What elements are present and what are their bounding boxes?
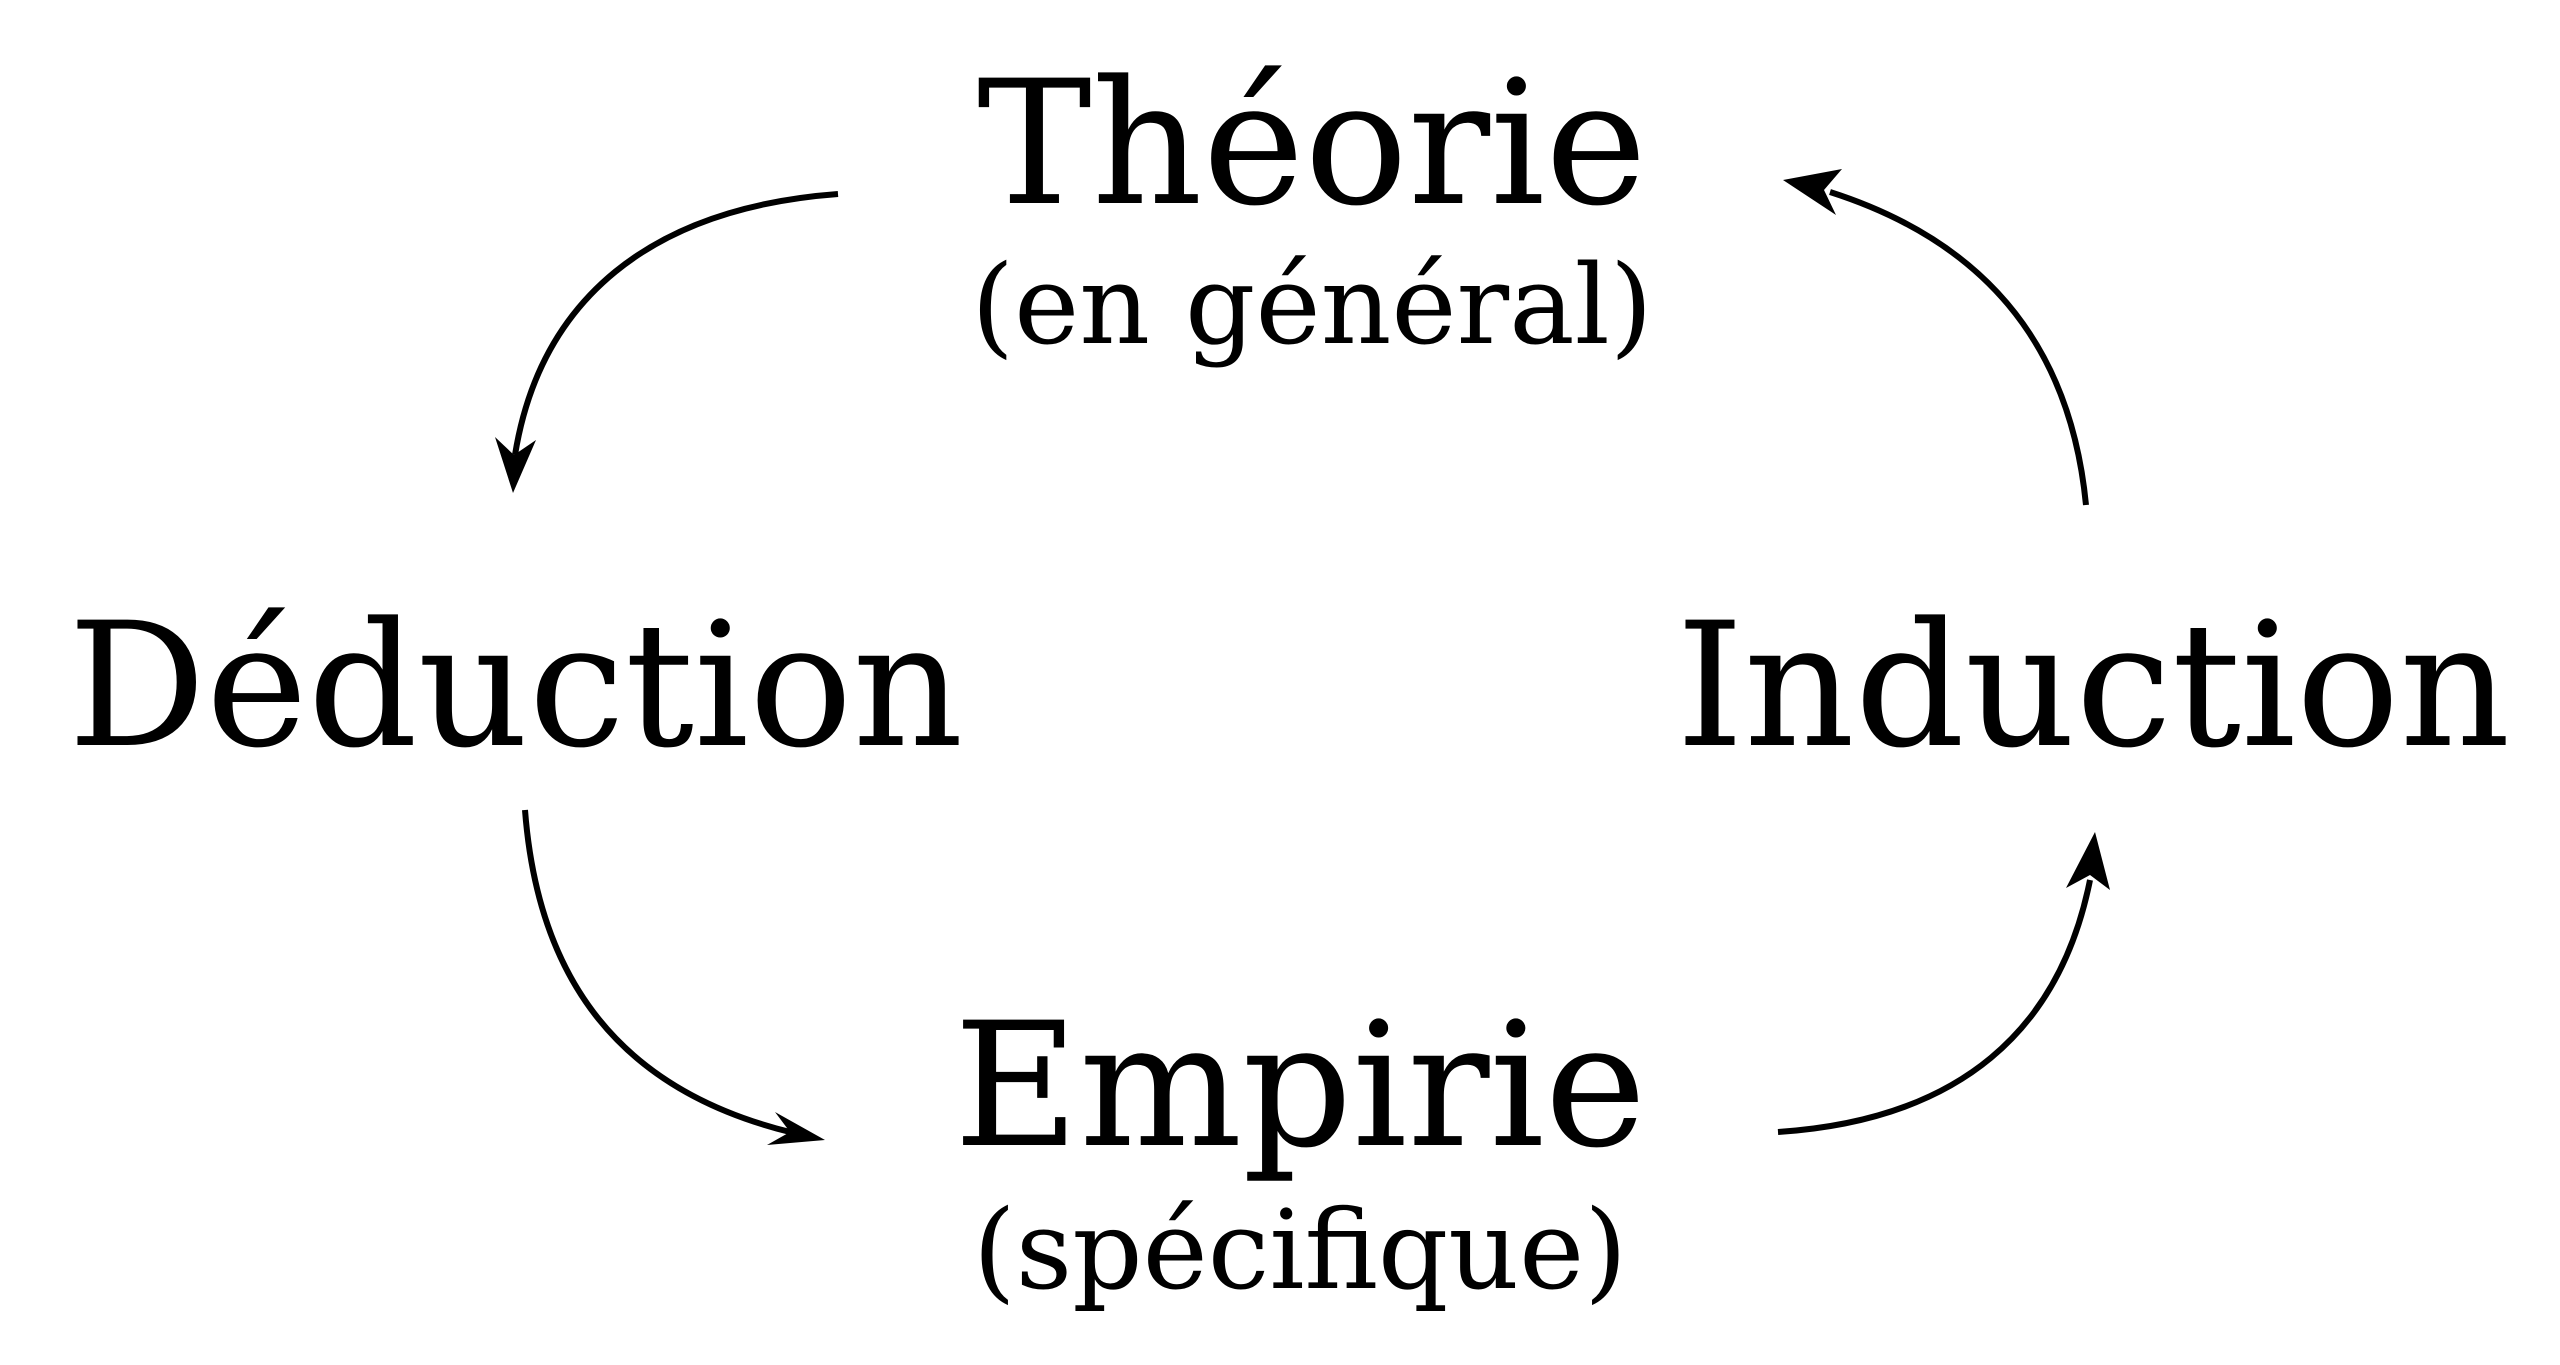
empirie-title: Empirie (953, 985, 1647, 1186)
deduction-title: Déduction (68, 585, 964, 786)
arrow-deduction-to-empirie (522, 809, 791, 1135)
arrowhead-empirie-icon (767, 1112, 825, 1145)
arrow-induction-to-theorie (1829, 189, 2089, 506)
induction-title: Induction (1676, 585, 2511, 786)
arrowhead-induction-icon (2066, 832, 2110, 890)
arrow-theorie-to-deduction (512, 191, 839, 456)
arrowhead-deduction-icon (495, 437, 536, 493)
theorie-subtitle: (en général) (971, 241, 1653, 369)
arrowhead-theorie-icon (1783, 169, 1842, 215)
empirie-subtitle: (spécifique) (972, 1186, 1628, 1314)
theorie-title: Théorie (977, 43, 1647, 244)
arrow-empirie-to-induction (1777, 879, 2093, 1135)
